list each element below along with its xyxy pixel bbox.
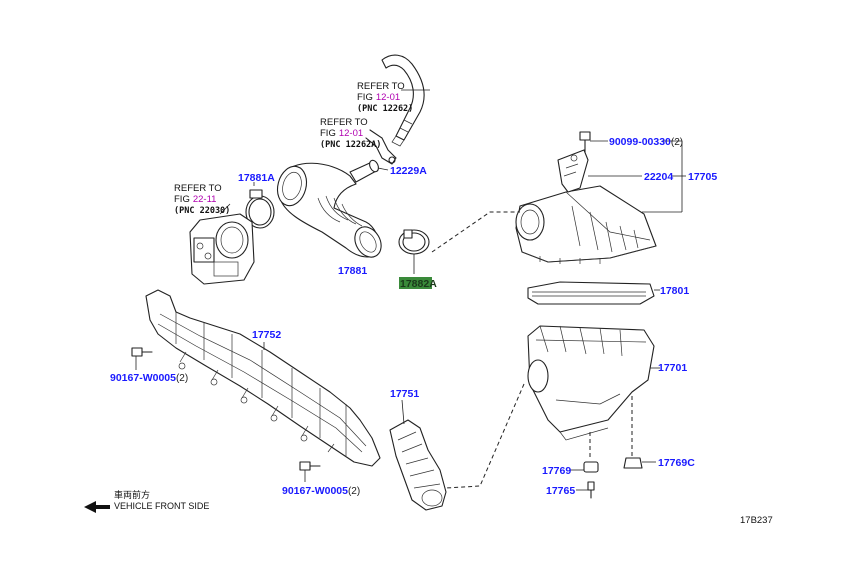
bolt-17765-drawing [587, 481, 595, 499]
bolt-90167-lower-drawing [299, 461, 321, 482]
mass-air-flow-sensor-drawing [557, 149, 589, 193]
part-link-17752[interactable]: 17752 [252, 329, 281, 341]
ref-12262-line1: REFER TO [357, 81, 405, 92]
dashed-connector-1 [431, 211, 520, 253]
ref-12262a-fig-link[interactable]: 12-01 [339, 128, 363, 139]
grommet-17769-drawing [583, 432, 599, 473]
dashed-connector-2 [445, 383, 525, 489]
ref-22030-line1: REFER TO [174, 183, 222, 194]
inlet-duct-17752-drawing [145, 289, 381, 467]
front-direction-arrow-icon [84, 501, 110, 513]
ref-22030-fig-link[interactable]: 22-11 [193, 194, 217, 205]
part-link-12229a[interactable]: 12229A [390, 165, 427, 177]
part-label-90099-00330: 90099-00330(2) [609, 136, 683, 148]
filter-element-drawing [527, 281, 655, 305]
air-cleaner-case-drawing [527, 325, 655, 441]
highlight-box-17882a [399, 277, 432, 289]
part-label-90167-lower: 90167-W0005(2) [282, 485, 360, 497]
part-link-17769c[interactable]: 17769C [658, 457, 695, 469]
ref-12262a-pnc: (PNC 12262A) [320, 140, 381, 150]
hose-drawing [381, 54, 425, 147]
part-link-17881[interactable]: 17881 [338, 265, 367, 277]
part-link-17881a[interactable]: 17881A [238, 172, 275, 184]
part-link-22204[interactable]: 22204 [644, 171, 673, 183]
intake-hose-17881-drawing [276, 162, 382, 258]
inlet-17751-drawing [389, 419, 447, 511]
direction-note-en: VEHICLE FRONT SIDE [114, 501, 209, 511]
bolt-90167-upper-drawing [131, 347, 153, 370]
part-link-17765[interactable]: 17765 [546, 485, 575, 497]
leader-17751 [401, 399, 405, 425]
ref-12262-pnc: (PNC 12262) [357, 104, 413, 114]
throttle-body-drawing [189, 203, 255, 285]
diagram-code: 17B237 [740, 515, 773, 526]
grommet-17769c-drawing [623, 396, 643, 469]
ref-12262-fig-link[interactable]: 12-01 [376, 92, 400, 103]
ref-22030-pnc: (PNC 22030) [174, 206, 230, 216]
air-cleaner-cap-drawing [515, 185, 657, 264]
leader-group-17705 [588, 140, 686, 213]
part-link-17769[interactable]: 17769 [542, 465, 571, 477]
part-link-17801[interactable]: 17801 [660, 285, 689, 297]
part-link-17882a[interactable]: 17882A [400, 278, 437, 290]
part-link-90167-lower[interactable]: 90167-W0005 [282, 485, 348, 497]
direction-note-jp: 車両前方 [114, 489, 150, 500]
part-link-17701[interactable]: 17701 [658, 362, 687, 374]
breather-tube-drawing [365, 129, 397, 165]
fitting-12229a-drawing [349, 159, 389, 183]
bolt-90099-drawing [579, 131, 591, 153]
part-link-17751[interactable]: 17751 [390, 388, 419, 400]
part-link-17705[interactable]: 17705 [688, 171, 717, 183]
clamp-17881a-drawing [245, 182, 275, 229]
part-link-90167-upper[interactable]: 90167-W0005 [110, 372, 176, 384]
part-label-90167-upper: 90167-W0005(2) [110, 372, 188, 384]
part-link-90099-00330[interactable]: 90099-00330 [609, 136, 671, 148]
ref-12262a-line1: REFER TO [320, 117, 368, 128]
clamp-17882a-drawing [398, 229, 430, 274]
